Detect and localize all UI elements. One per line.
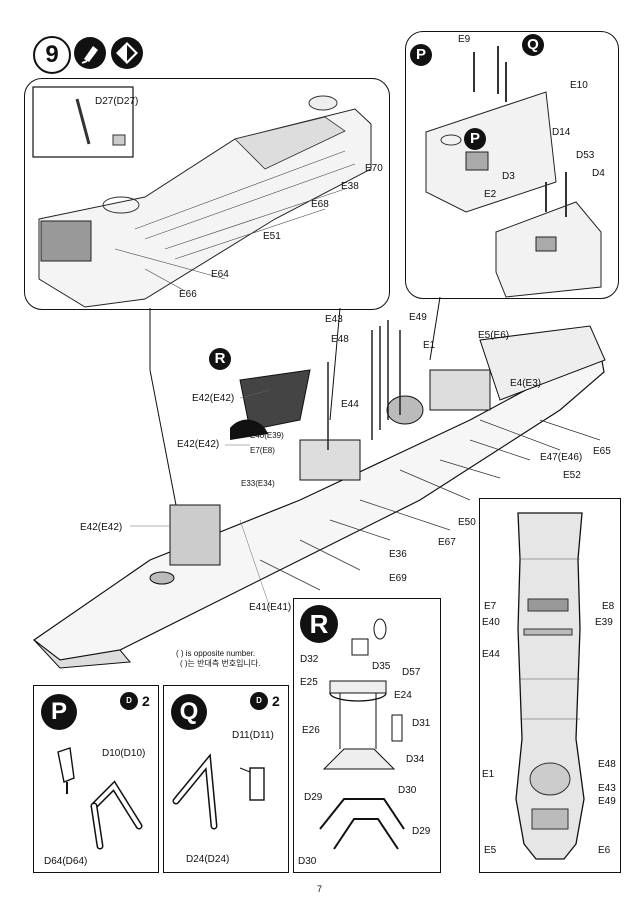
deck-label-e1: E1 xyxy=(482,769,495,780)
label-e1: E1 xyxy=(423,340,436,351)
label-e49: E49 xyxy=(409,312,427,323)
deck-label-e6: E6 xyxy=(598,845,611,856)
label-e9: E9 xyxy=(458,34,471,45)
label-e40-e39: E40(E39) xyxy=(250,431,284,440)
deck-label-e40: E40 xyxy=(482,617,500,628)
decal-sheet-icon: D xyxy=(250,692,268,710)
decal-sheet-icon: D xyxy=(120,692,138,710)
panel-p: P D 2 D10(D10) D64(D64) xyxy=(33,685,159,873)
deck-label-e8: E8 xyxy=(602,601,615,612)
label-d29-a: D29 xyxy=(304,792,323,803)
label-d3: D3 xyxy=(502,171,515,182)
label-e50: E50 xyxy=(458,517,476,528)
marker-p-panel: P xyxy=(41,694,77,730)
label-e68: E68 xyxy=(311,199,329,210)
label-e2: E2 xyxy=(484,189,497,200)
label-e33-e34: E33(E34) xyxy=(241,479,275,488)
label-e52: E52 xyxy=(563,470,581,481)
label-e5-e6: E5(E6) xyxy=(478,330,510,341)
panel-q-parts xyxy=(172,753,265,830)
deck-drawing xyxy=(515,512,585,860)
label-e38: E38 xyxy=(341,181,359,192)
step-number: 9 xyxy=(45,41,59,68)
label-d4: D4 xyxy=(592,168,605,179)
page-number: 7 xyxy=(317,884,323,894)
label-e36: E36 xyxy=(389,549,407,560)
deck-view-panel: E7 E8 E40 E39 E44 E48 E1 E43 E49 E5 E6 xyxy=(479,498,621,873)
glue-icon xyxy=(74,37,106,69)
deck-label-e48: E48 xyxy=(598,759,616,770)
label-e41-e41: E41(E41) xyxy=(249,602,292,613)
label-e25: E25 xyxy=(300,677,318,688)
marker-q: Q xyxy=(522,34,544,56)
deck-label-e43: E43 xyxy=(598,783,616,794)
label-d35: D35 xyxy=(372,661,391,672)
deck-label-e5: E5 xyxy=(484,845,497,856)
label-d29-b: D29 xyxy=(412,826,431,837)
panel-r-parts xyxy=(319,618,405,850)
label-e42-b: E42(E42) xyxy=(177,439,220,450)
deck-label-e49: E49 xyxy=(598,796,616,807)
marker-r-panel: R xyxy=(300,605,338,643)
deck-label-e7: E7 xyxy=(484,601,497,612)
label-e10: E10 xyxy=(570,80,588,91)
label-d27: D27(D27) xyxy=(95,96,139,107)
label-d53: D53 xyxy=(576,150,595,161)
label-d14: D14 xyxy=(552,127,571,138)
marker-r-main: R xyxy=(209,348,231,370)
label-d34: D34 xyxy=(406,754,425,765)
label-d11: D11(D11) xyxy=(232,730,274,741)
label-d31: D31 xyxy=(412,718,431,729)
label-e24: E24 xyxy=(394,690,412,701)
panel-q: Q D 2 D11(D11) D24(D24) xyxy=(163,685,289,873)
label-e42-c: E42(E42) xyxy=(80,522,123,533)
label-e42-a: E42(E42) xyxy=(192,393,235,404)
label-e69: E69 xyxy=(389,573,407,584)
label-d64: D64(D64) xyxy=(44,856,88,867)
marker-p: P xyxy=(410,44,432,66)
label-e66: E66 xyxy=(179,289,197,300)
panel-p-parts xyxy=(57,747,143,850)
label-d30-b: D30 xyxy=(298,856,317,867)
label-e4-e3: E4(E3) xyxy=(510,378,542,389)
label-e44: E44 xyxy=(341,399,359,410)
marker-q-panel: Q xyxy=(171,694,207,730)
deck-label-e44: E44 xyxy=(482,649,500,660)
panel-r: R D32 D35 D57 E25 E24 E26 D31 D34 D29 D3… xyxy=(293,598,441,873)
deck-label-e39: E39 xyxy=(595,617,613,628)
step-number-badge: 9 xyxy=(33,36,71,74)
label-d30-a: D30 xyxy=(398,785,417,796)
label-d24: D24(D24) xyxy=(186,854,230,865)
label-e7-e8: E7(E8) xyxy=(250,446,275,455)
flip-over-icon xyxy=(111,37,143,69)
label-e64: E64 xyxy=(211,269,229,280)
quantity-p: 2 xyxy=(142,693,150,709)
label-e48: E48 xyxy=(331,334,349,345)
pq-inset-panel: P Q P E9 E10 D14 D53 D3 D4 E2 xyxy=(405,31,619,299)
label-e43: E43 xyxy=(325,314,343,325)
hull-detail-panel: D27(D27) E70 E38 E68 E51 E64 E66 xyxy=(24,78,390,310)
label-e67: E67 xyxy=(438,537,456,548)
note-opposite-en: ( ) is opposite number. xyxy=(176,649,256,658)
hull-drawing xyxy=(32,86,372,308)
label-d10: D10(D10) xyxy=(102,748,146,759)
superstructure-drawing xyxy=(425,46,602,298)
label-d32: D32 xyxy=(300,654,319,665)
quantity-q: 2 xyxy=(272,693,280,709)
label-e70: E70 xyxy=(365,163,383,174)
marker-p-lower: P xyxy=(464,128,486,150)
label-e26: E26 xyxy=(302,725,320,736)
label-e51: E51 xyxy=(263,231,281,242)
note-opposite-ko: ( )는 반대측 번호입니다. xyxy=(180,659,261,668)
label-e65: E65 xyxy=(593,446,611,457)
label-e47-e46: E47(E46) xyxy=(540,452,583,463)
label-d57: D57 xyxy=(402,667,421,678)
